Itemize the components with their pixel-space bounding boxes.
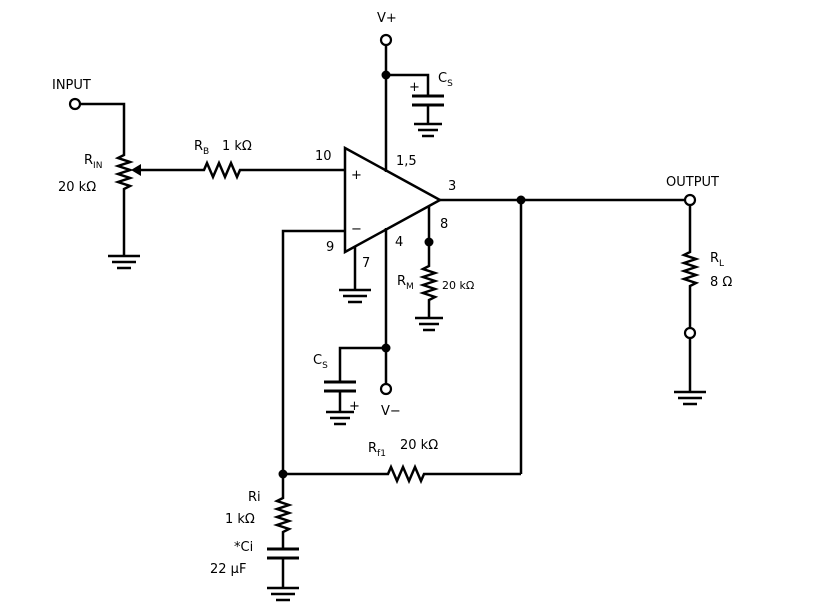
ri-resistor [273, 496, 293, 534]
ri-label: Ri [248, 490, 261, 505]
pin-4-label: 4 [395, 235, 403, 250]
rf1-value: 20 kΩ [400, 438, 438, 453]
rl-label: RL [710, 251, 724, 269]
rin-wiper-arrow-icon [131, 164, 141, 176]
input-wire [80, 102, 126, 152]
noninverting-input-sign: + [351, 168, 362, 183]
pin9-feedback-wire [281, 229, 345, 474]
input-terminal [68, 97, 82, 111]
pin-1-5-label: 1,5 [396, 154, 417, 169]
output-network [440, 193, 706, 406]
inverting-input-sign: − [351, 222, 362, 237]
pin-8-label: 8 [440, 217, 448, 232]
v-minus-label: V− [381, 404, 401, 419]
ri-value: 1 kΩ [225, 512, 255, 527]
feedback-network [267, 200, 523, 602]
rl-resistor [680, 250, 700, 288]
pin7-ground [339, 247, 371, 304]
ci-value: 22 μF [210, 562, 246, 577]
positive-supply [379, 33, 444, 172]
rin-value: 20 kΩ [58, 180, 96, 195]
pin-9-label: 9 [326, 240, 334, 255]
cs-bottom-ground-icon [326, 410, 354, 426]
rf1-resistor [384, 463, 428, 485]
v-plus-label: V+ [377, 11, 397, 26]
cs-top-polarity: + [409, 80, 420, 95]
op-amp-triangle [343, 145, 443, 255]
cs-top-label: CS [438, 71, 453, 89]
rb-value: 1 kΩ [222, 139, 252, 154]
output-label: OUTPUT [666, 175, 719, 190]
rb-label: RB [194, 139, 209, 157]
op-amp: + − [343, 145, 443, 255]
rm-ground-icon [415, 316, 443, 332]
cs-bottom-polarity: + [349, 399, 360, 414]
rin-label: RIN [84, 153, 102, 171]
rm-value: 20 kΩ [442, 279, 474, 292]
rl-bottom-terminal [683, 326, 697, 340]
rin-resistor [114, 152, 134, 192]
rm-network [415, 206, 443, 332]
pin8-junction [424, 237, 434, 247]
rl-value: 8 Ω [710, 275, 732, 290]
pin-7-label: 7 [362, 256, 370, 271]
cs-bottom-wire [338, 346, 386, 382]
ci-label: *Ci [234, 540, 253, 555]
negative-supply [324, 228, 393, 426]
pin-10-label: 10 [315, 149, 332, 164]
cs-top-wire [386, 73, 430, 96]
rf1-label: Rf1 [368, 441, 386, 459]
pin7-ground-icon [339, 288, 371, 304]
rl-ground-icon [674, 390, 706, 406]
cs-top-ground-icon [414, 122, 442, 138]
v-plus-terminal [379, 33, 393, 47]
pin-3-label: 3 [448, 179, 456, 194]
v-minus-terminal [379, 382, 393, 396]
input-network [68, 97, 345, 270]
input-label: INPUT [52, 78, 91, 93]
cs-bottom-label: CS [313, 353, 328, 371]
ci-ground-icon [267, 586, 299, 602]
output-terminal [683, 193, 697, 207]
rm-resistor [419, 264, 439, 302]
rb-resistor [200, 159, 244, 181]
rm-label: RM [397, 274, 414, 292]
rin-ground-icon [108, 254, 140, 270]
